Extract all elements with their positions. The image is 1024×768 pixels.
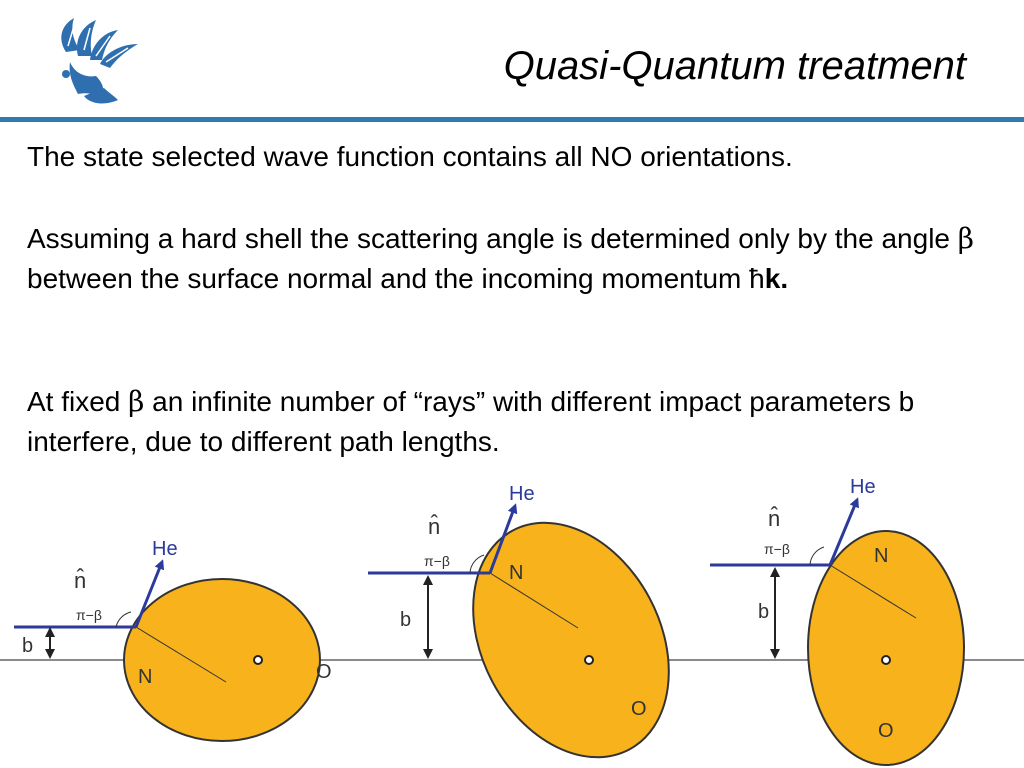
beta-symbol: β [128, 385, 145, 418]
diagram-panel-3: He n̂ π−β b N O [710, 476, 965, 766]
scattered-ray [828, 497, 859, 566]
label-he: He [152, 538, 178, 560]
paragraph-text: between the surface normal and the incom… [27, 263, 750, 294]
header-divider [0, 117, 1024, 122]
label-angle: π−β [764, 541, 790, 557]
label-o-atom: O [316, 661, 332, 683]
label-he: He [850, 476, 876, 498]
no-molecule-ellipse [472, 521, 670, 759]
paragraph-text: Assuming a hard shell the scattering ang… [27, 223, 958, 254]
hbar-symbol: ħ [749, 263, 765, 294]
griffin-icon [61, 18, 138, 104]
label-n-atom: N [874, 545, 888, 567]
paragraph-hard-shell: Assuming a hard shell the scattering ang… [27, 219, 987, 299]
center-dot [584, 655, 594, 665]
diagram-panel-2: He n̂ π−β b N O [368, 483, 670, 759]
paragraph-text: an infinite number of “rays” with differ… [27, 386, 915, 457]
no-molecule-ellipse [807, 530, 965, 766]
surface-normal [489, 572, 579, 629]
beta-symbol: β [957, 222, 974, 255]
surface-normal [135, 626, 227, 683]
center-dot [253, 655, 263, 665]
angle-arc [115, 611, 132, 628]
diagram-panel-1: He n̂ π−β b N O [14, 538, 332, 742]
label-b: b [758, 601, 769, 623]
label-angle: π−β [424, 553, 450, 569]
label-o-atom: O [631, 698, 647, 720]
label-b: b [400, 609, 411, 631]
label-angle: π−β [76, 607, 102, 623]
page-title: Quasi-Quantum treatment [503, 44, 966, 88]
no-molecule-ellipse [123, 578, 321, 742]
label-b: b [22, 635, 33, 657]
label-n-hat: n̂ [74, 568, 86, 593]
label-n-hat: n̂ [428, 514, 440, 539]
paragraph-text: At fixed [27, 386, 129, 417]
label-n-atom: N [509, 562, 523, 584]
paragraph-rays: At fixed β an infinite number of “rays” … [27, 382, 987, 462]
center-dot [881, 655, 891, 665]
label-n-hat: n̂ [768, 506, 780, 531]
angle-arc [809, 546, 825, 566]
k-vector: k. [764, 263, 789, 294]
paragraph-text: The state selected wave function contain… [27, 141, 793, 172]
scattered-ray [488, 503, 518, 574]
label-he: He [509, 483, 535, 505]
scattered-ray [134, 559, 165, 628]
label-o-atom: O [878, 720, 894, 742]
angle-arc [469, 554, 485, 574]
paragraph-wave-function: The state selected wave function contain… [27, 137, 987, 177]
scattering-diagram: He n̂ π−β b N O He n̂ π−β b N O He n̂ π−… [0, 476, 1024, 766]
surface-normal [829, 564, 917, 619]
label-n-atom: N [138, 666, 152, 688]
